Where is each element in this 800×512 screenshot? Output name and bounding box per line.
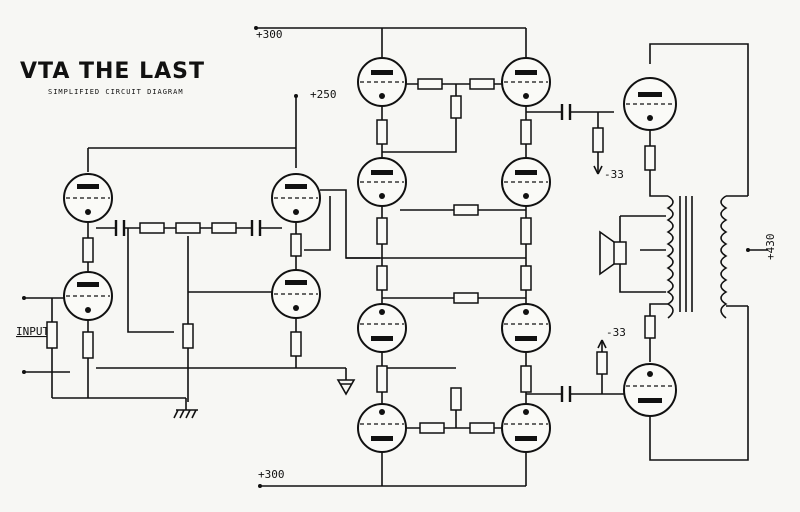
tube-lower-right-2 <box>501 403 551 453</box>
tube-lower-left-1 <box>357 303 407 353</box>
input-label: INPUT <box>16 325 49 338</box>
supply-label-plus300-top: +300 <box>256 28 283 41</box>
tubes <box>63 57 677 453</box>
resistors <box>46 78 656 434</box>
tube-driver-lower <box>271 269 321 319</box>
speaker-icon <box>599 230 627 276</box>
tube-driver-upper <box>271 173 321 223</box>
tube-input-upper <box>63 173 113 223</box>
tube-power-upper <box>623 77 677 131</box>
bias-arrows <box>593 165 607 349</box>
tube-lower-left-2 <box>357 403 407 453</box>
tube-upper-right-1 <box>501 57 551 107</box>
tube-upper-left-2 <box>357 157 407 207</box>
bias-label-minus33-upper: -33 <box>604 168 624 181</box>
tube-upper-left-1 <box>357 57 407 107</box>
bias-label-minus33-lower: -33 <box>606 326 626 339</box>
diagram-subtitle: SIMPLIFIED CIRCUIT DIAGRAM <box>48 88 184 96</box>
tube-input-lower <box>63 271 113 321</box>
output-transformer <box>666 195 748 319</box>
wiring <box>22 26 768 488</box>
capacitors <box>114 104 572 402</box>
supply-label-plus250: +250 <box>310 88 337 101</box>
supply-label-plus300-bottom: +300 <box>258 468 285 481</box>
tube-lower-right-1 <box>501 303 551 353</box>
diagram-title: VTA THE LAST <box>20 59 205 84</box>
ground-symbols <box>173 379 356 419</box>
tube-power-lower <box>623 363 677 417</box>
tube-upper-right-2 <box>501 157 551 207</box>
supply-label-plus430: +430 <box>764 234 777 261</box>
